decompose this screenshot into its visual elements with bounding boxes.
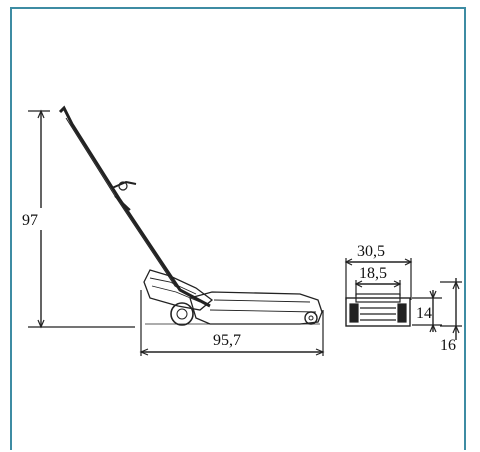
inner-width-label: 18,5 <box>359 265 387 282</box>
top-width-label: 30,5 <box>357 243 385 260</box>
length-label: 95,7 <box>213 332 241 349</box>
height-label: 97 <box>22 212 38 229</box>
diagram-frame <box>10 7 466 450</box>
total-height-label: 16 <box>440 337 456 354</box>
inner-height-label: 14 <box>416 305 432 322</box>
mower-front-view <box>344 258 462 340</box>
mower-side-view <box>58 105 323 326</box>
length-dimension <box>139 290 325 356</box>
